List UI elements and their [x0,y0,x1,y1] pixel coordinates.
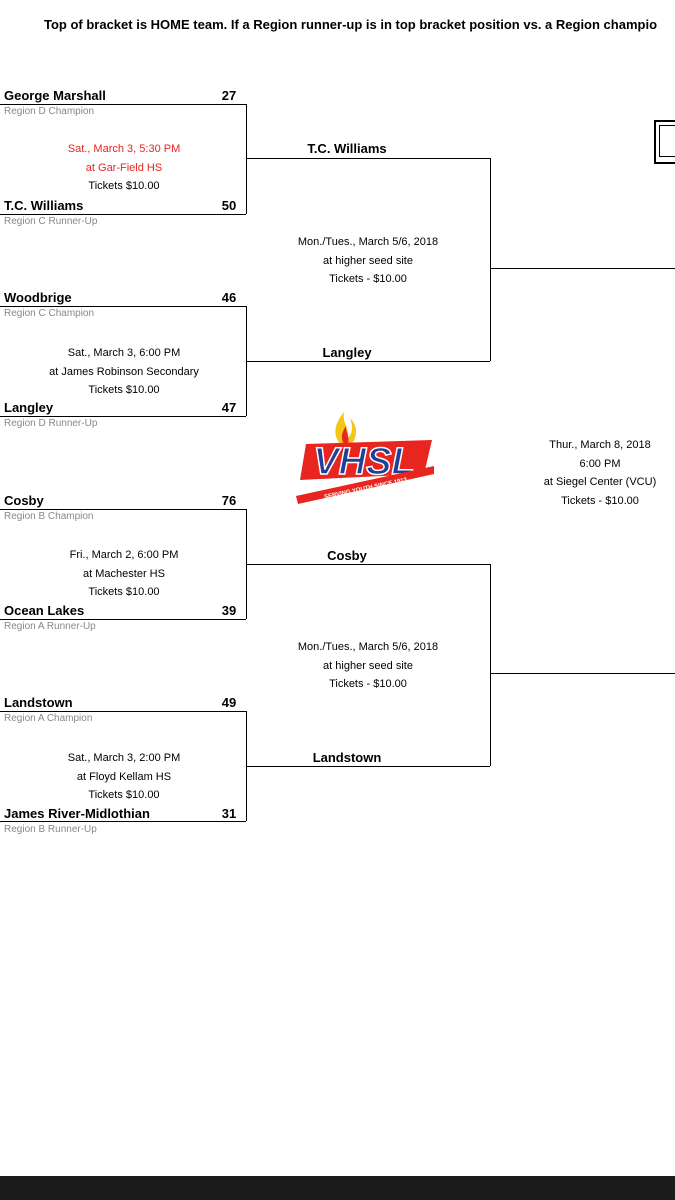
semi2-info: Mon./Tues., March 5/6, 2018 at higher se… [248,638,488,694]
final-info: Thur., March 8, 2018 6:00 PM at Siegel C… [480,436,675,510]
bracket-line [246,766,490,767]
bracket-line [0,214,246,215]
semi2-bottom-team: Landstown [312,750,382,765]
semi2-date: Mon./Tues., March 5/6, 2018 [297,641,439,653]
game1-top-team: George Marshall [4,88,106,103]
game3-date: Fri., March 2, 6:00 PM [69,549,179,561]
bracket-line [0,711,246,712]
game4-top-team: Landstown [4,695,73,710]
game4-tickets: Tickets $10.00 [88,789,160,801]
bracket-line [490,673,675,674]
game4-top-score: 49 [221,695,237,710]
bracket-notice: Top of bracket is HOME team. If a Region… [44,17,658,32]
game3-top-team: Cosby [4,493,44,508]
semi1-date: Mon./Tues., March 5/6, 2018 [297,236,439,248]
vhsl-logo: VHSL SERVING YOUTH SINCE 1913 [296,412,434,504]
bracket-line [0,416,246,417]
game4-info: Sat., March 3, 2:00 PM at Floyd Kellam H… [4,749,244,805]
game2-top-score: 46 [221,290,237,305]
logo-ribbon [296,466,434,504]
game2-top-team: Woodbrige [4,290,72,305]
final-venue: at Siegel Center (VCU) [543,476,657,488]
final-tickets: Tickets - $10.00 [561,494,639,507]
bracket-line [490,158,491,361]
game1-venue: at Gar-Field HS [85,161,163,174]
final-date: Thur., March 8, 2018 [549,439,651,451]
semi2-tickets: Tickets - $10.00 [329,678,407,690]
game1-bottom-score: 50 [221,198,237,213]
bracket-line [246,361,490,362]
game4-date: Sat., March 3, 2:00 PM [67,752,181,764]
game1-bottom-team: T.C. Williams [4,198,84,213]
game1-tickets: Tickets $10.00 [88,180,160,192]
game1-date: Sat., March 3, 5:30 PM [67,143,181,155]
semi2-top-team: Cosby [327,548,367,563]
bracket-line [0,306,246,307]
game4-bottom-team: James River-Midlothian [4,806,150,821]
game3-top-region: Region B Champion [4,511,94,522]
semi2-venue: at higher seed site [323,659,413,672]
game2-tickets: Tickets $10.00 [88,384,160,396]
bracket-line [490,268,675,269]
bracket-line [0,821,246,822]
bracket-line [0,104,246,105]
game2-date: Sat., March 3, 6:00 PM [67,347,181,359]
final-winner-box-inner [659,125,675,157]
game3-bottom-team: Ocean Lakes [4,603,85,618]
final-time: 6:00 PM [579,457,621,470]
game3-bottom-region: Region A Runner-Up [4,621,96,632]
bracket-line [490,564,491,766]
semi1-venue: at higher seed site [323,254,413,267]
semi1-info: Mon./Tues., March 5/6, 2018 at higher se… [248,233,488,289]
game3-venue: at Machester HS [83,567,165,580]
bracket-line [246,104,247,214]
game1-bottom-region: Region C Runner-Up [4,216,98,227]
game3-top-score: 76 [221,493,237,508]
game3-tickets: Tickets $10.00 [88,586,160,598]
semi1-bottom-team: Langley [322,345,372,360]
final-winner-box [654,120,675,164]
game2-top-region: Region C Champion [4,308,95,319]
bracket-line [246,158,490,159]
game2-info: Sat., March 3, 6:00 PM at James Robinson… [4,344,244,400]
game4-venue: at Floyd Kellam HS [76,770,172,783]
game3-bottom-score: 39 [221,603,237,618]
torch-flame-inner-icon [341,426,349,444]
game2-venue: at James Robinson Secondary [49,365,199,378]
logo-banner [300,440,432,480]
game4-bottom-region: Region B Runner-Up [4,824,97,835]
game4-top-region: Region A Champion [4,713,93,724]
game2-bottom-score: 47 [221,400,237,415]
semi1-top-team: T.C. Williams [307,141,387,156]
game1-top-region: Region D Champion [4,106,95,117]
game2-bottom-region: Region D Runner-Up [4,418,98,429]
game3-info: Fri., March 2, 6:00 PM at Machester HS T… [4,546,244,602]
semi1-tickets: Tickets - $10.00 [329,273,407,285]
bracket-line [0,619,246,620]
bracket-line [0,509,246,510]
game1-info: Sat., March 3, 5:30 PM at Gar-Field HS T… [4,140,244,196]
game1-top-score: 27 [221,88,237,103]
game2-bottom-team: Langley [4,400,54,415]
game4-bottom-score: 31 [221,806,237,821]
bracket-line [246,564,490,565]
bottom-bar [0,1176,675,1200]
